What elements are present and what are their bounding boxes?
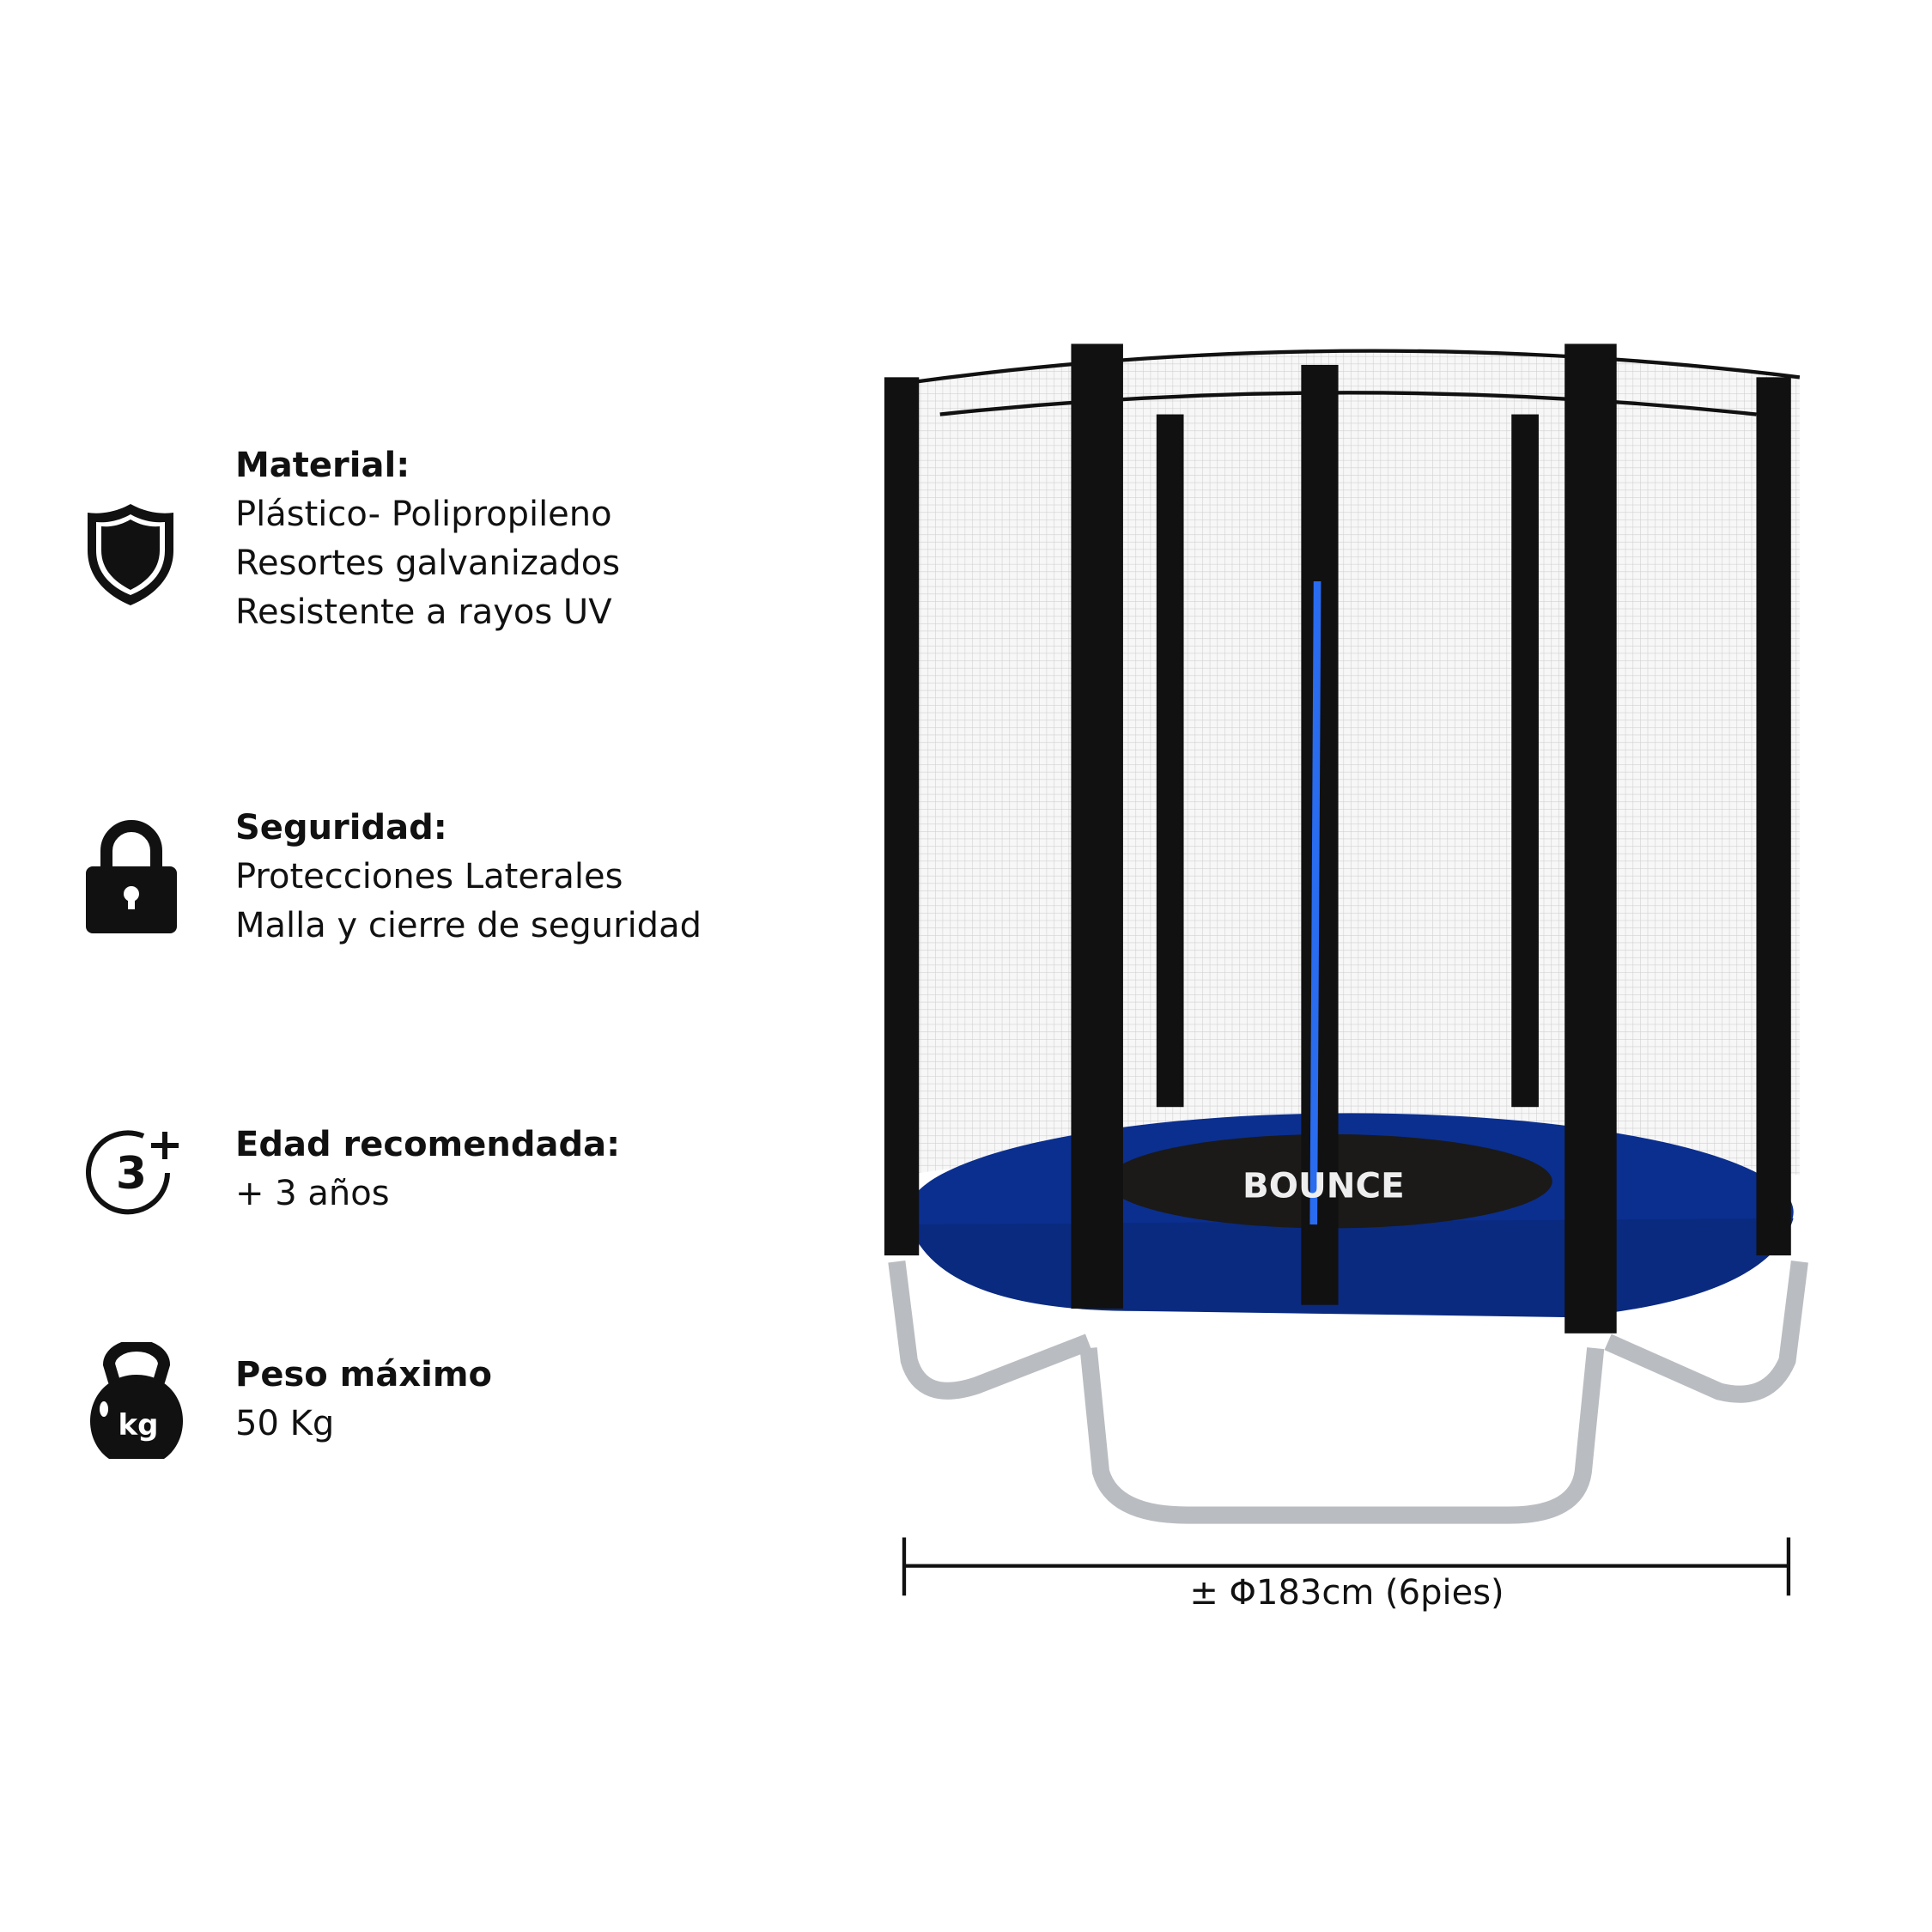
feature-label: Edad recomendada: [235, 1125, 621, 1164]
safety-net [902, 350, 1800, 1176]
feature-label: Material: [235, 446, 410, 485]
feature-line: Protecciones Laterales [235, 857, 623, 896]
zipper [1309, 580, 1321, 1225]
lock-icon [86, 820, 177, 933]
diameter-label: ± Φ183cm (6pies) [1189, 1573, 1504, 1613]
brand-logo: BOUNCE [1242, 1165, 1405, 1206]
kettlebell-icon-text: kg [118, 1408, 159, 1443]
shield-icon [88, 504, 173, 605]
feature-material: Material: Plástico- Polipropileno Resort… [235, 441, 620, 637]
feature-label: Seguridad: [235, 808, 447, 848]
feature-line: Resistente a rayos UV [235, 592, 612, 632]
age-3-plus-icon: 3 [86, 1130, 179, 1215]
feature-age: Edad recomendada: + 3 años [235, 1121, 620, 1218]
frame-legs [888, 1261, 1808, 1524]
feature-line: Resortes galvanizados [235, 544, 621, 583]
age-icon-text: 3 [116, 1148, 147, 1200]
dimension-line [902, 1537, 1791, 1596]
feature-label: Peso máximo [235, 1355, 493, 1394]
feature-line: Malla y cierre de seguridad [235, 906, 702, 945]
kettlebell-icon: kg [90, 1342, 183, 1459]
feature-line: Plástico- Polipropileno [235, 495, 612, 534]
feature-safety: Seguridad: Protecciones Laterales Malla … [235, 804, 702, 951]
net-poles [884, 343, 1791, 1334]
feature-line: + 3 años [235, 1174, 390, 1213]
feature-line: 50 Kg [235, 1404, 335, 1443]
feature-weight: Peso máximo 50 Kg [235, 1351, 492, 1449]
